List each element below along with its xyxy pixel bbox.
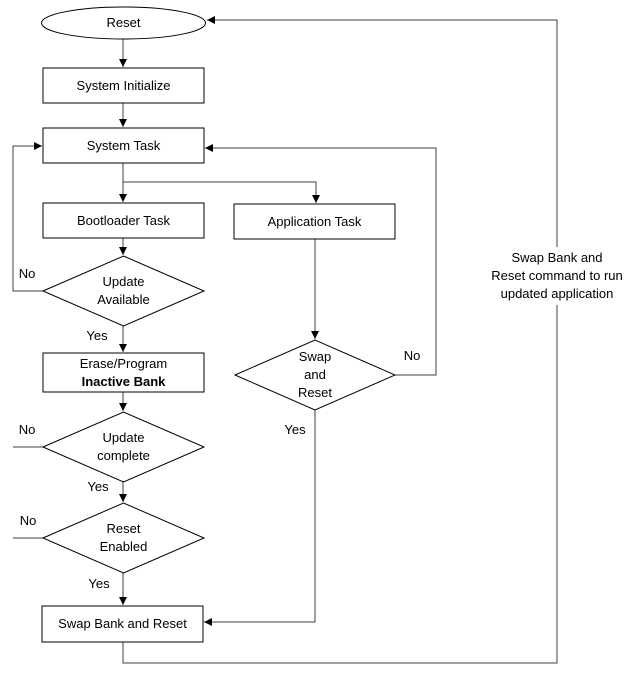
edge-swap-diamond-yes-to-swap-bank: [204, 410, 316, 626]
swap-bank-annotation-line2: Reset command to run: [491, 268, 623, 283]
edge-swap-bank-to-reset: [122, 16, 558, 664]
update-complete-diamond: [41, 411, 206, 483]
reset-ellipse: [41, 6, 206, 40]
edge-no-loop-to-system-task: [12, 142, 43, 292]
application-task-box: [233, 203, 396, 240]
swap-and-reset-diamond: [233, 339, 397, 411]
reset-enabled-diamond: [41, 502, 206, 574]
system-task-box: [42, 127, 205, 164]
swap-bank-annotation-line3: updated application: [500, 286, 614, 301]
edge-system-task-to-application-task: [123, 181, 320, 203]
erase-program-box: [42, 352, 205, 393]
swap-bank-annotation: Swap Bank and Reset command to run updat…: [484, 247, 630, 305]
bootloader-task-box: [42, 202, 205, 239]
update-available-diamond: [41, 255, 206, 327]
system-initialize-box: [42, 67, 205, 104]
edge-swap-diamond-no-to-system-task: [205, 144, 437, 376]
swap-bank-reset-box: [41, 605, 204, 643]
swap-bank-annotation-line1: Swap Bank and: [511, 250, 603, 265]
